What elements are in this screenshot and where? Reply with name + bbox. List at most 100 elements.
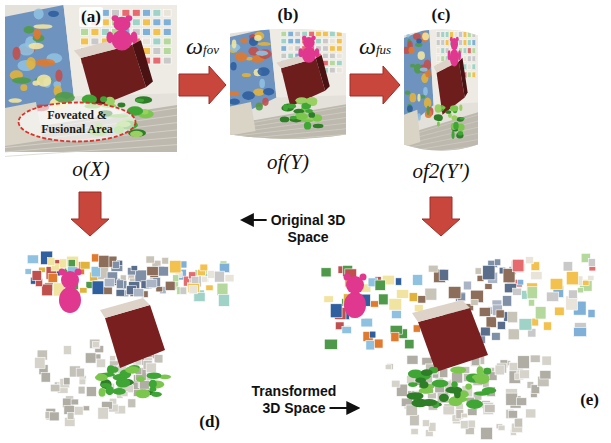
illustration-rect [163, 38, 171, 45]
illustration-rect [99, 255, 109, 267]
panel-caption: o(X) [72, 157, 109, 181]
illustration-rect [177, 287, 187, 295]
illustration-ellipse [448, 397, 462, 407]
illustration-rect [83, 406, 90, 411]
illustration-ellipse [35, 59, 55, 67]
illustration-circle [125, 15, 132, 21]
illustration-line [230, 134, 346, 143]
illustration-rect [80, 262, 90, 270]
illustration-ellipse [32, 80, 39, 85]
illustration-rect [154, 355, 163, 363]
illustration-g [5, 5, 177, 156]
illustration-rect [512, 259, 524, 271]
illustration-rect [468, 72, 471, 78]
illustration-ellipse [302, 47, 316, 63]
illustration-rect [379, 294, 388, 305]
illustration-rect [214, 271, 224, 282]
illustration-rect [32, 271, 42, 281]
illustration-circle [311, 36, 316, 40]
illustration-ellipse [135, 96, 152, 103]
illustration-rect [413, 325, 420, 332]
illustration-ellipse [465, 383, 472, 389]
illustration-rect [323, 31, 328, 36]
illustration-ellipse [408, 47, 414, 54]
illustration-rect [104, 278, 114, 287]
illustration-rect [503, 296, 512, 306]
ellipse-shape [19, 103, 136, 142]
illustration-rect [532, 318, 539, 326]
illustration-rect [133, 289, 143, 297]
illustration-ellipse [435, 104, 442, 112]
illustration-ellipse [315, 48, 320, 57]
illustration-rect [60, 259, 68, 268]
illustration-ellipse [257, 67, 269, 76]
illustration-rect [288, 46, 293, 51]
illustration-ellipse [422, 32, 429, 40]
illustration-ellipse [235, 52, 248, 61]
illustration-rect [189, 285, 197, 293]
illustration-ellipse [439, 394, 449, 402]
illustration-ellipse [313, 124, 324, 129]
illustration-ellipse [116, 378, 130, 388]
illustration-rect [439, 269, 448, 280]
panel-caption: of2(Y′) [412, 159, 469, 183]
illustration-rect [516, 398, 526, 406]
illustration-rect [50, 384, 60, 392]
illustration-ellipse [295, 113, 308, 121]
illustration-ellipse [130, 131, 143, 138]
illustration-rect [468, 48, 471, 54]
illustration-ellipse [407, 105, 413, 112]
illustration-ellipse [48, 11, 59, 17]
illustration-ellipse [229, 99, 240, 105]
illustration-rect [463, 40, 466, 46]
illustration-rect [563, 262, 573, 271]
illustration-ellipse [59, 287, 81, 313]
illustration-rect [79, 379, 86, 385]
illustration-rect [330, 46, 335, 51]
illustration-rect [588, 309, 595, 317]
illustration-rect [337, 68, 342, 73]
illustration-rect [375, 280, 385, 290]
illustration-ellipse [421, 32, 428, 42]
illustration-rect [92, 281, 104, 294]
illustration-ellipse [28, 43, 43, 49]
illustration-rect [583, 280, 590, 285]
illustration-rect [74, 406, 84, 415]
illustration-rect [441, 40, 444, 46]
illustration-ellipse [135, 99, 144, 103]
illustration-rect [153, 38, 161, 45]
illustration-ellipse [242, 91, 255, 100]
illustration-rect [63, 346, 71, 355]
illustration-rect [418, 296, 426, 303]
illustration-rect [143, 9, 151, 16]
illustration-ellipse [99, 388, 106, 397]
illustration-rect [392, 310, 402, 318]
illustration-ellipse [450, 366, 466, 373]
illustration-ellipse [259, 79, 265, 89]
illustration-rect [96, 359, 105, 368]
illustration-ellipse [283, 104, 288, 111]
illustration-ellipse [405, 90, 410, 94]
illustration-rect [302, 31, 307, 36]
illustration-rect [468, 64, 471, 70]
illustration-ellipse [410, 64, 415, 68]
illustration-rect [173, 275, 179, 282]
illustration-rect [483, 265, 495, 279]
illustration-rect [425, 288, 437, 300]
illustration-rect [441, 56, 444, 62]
illustration-ellipse [426, 106, 429, 115]
illustration-rect [143, 29, 151, 36]
leader-arrow [243, 219, 267, 221]
illustration-path [412, 300, 470, 322]
illustration-ellipse [112, 30, 133, 51]
illustration-rect [64, 378, 70, 385]
illustration-rect [170, 260, 181, 272]
illustration-ellipse [406, 33, 409, 37]
illustration-rect [163, 9, 171, 16]
panel-letter: (c) [430, 5, 453, 25]
illustration-rect [162, 257, 169, 264]
illustration-rect [281, 46, 286, 51]
illustration-ellipse [131, 31, 138, 43]
illustration-rect [225, 275, 234, 282]
illustration-rect [5, 5, 177, 152]
